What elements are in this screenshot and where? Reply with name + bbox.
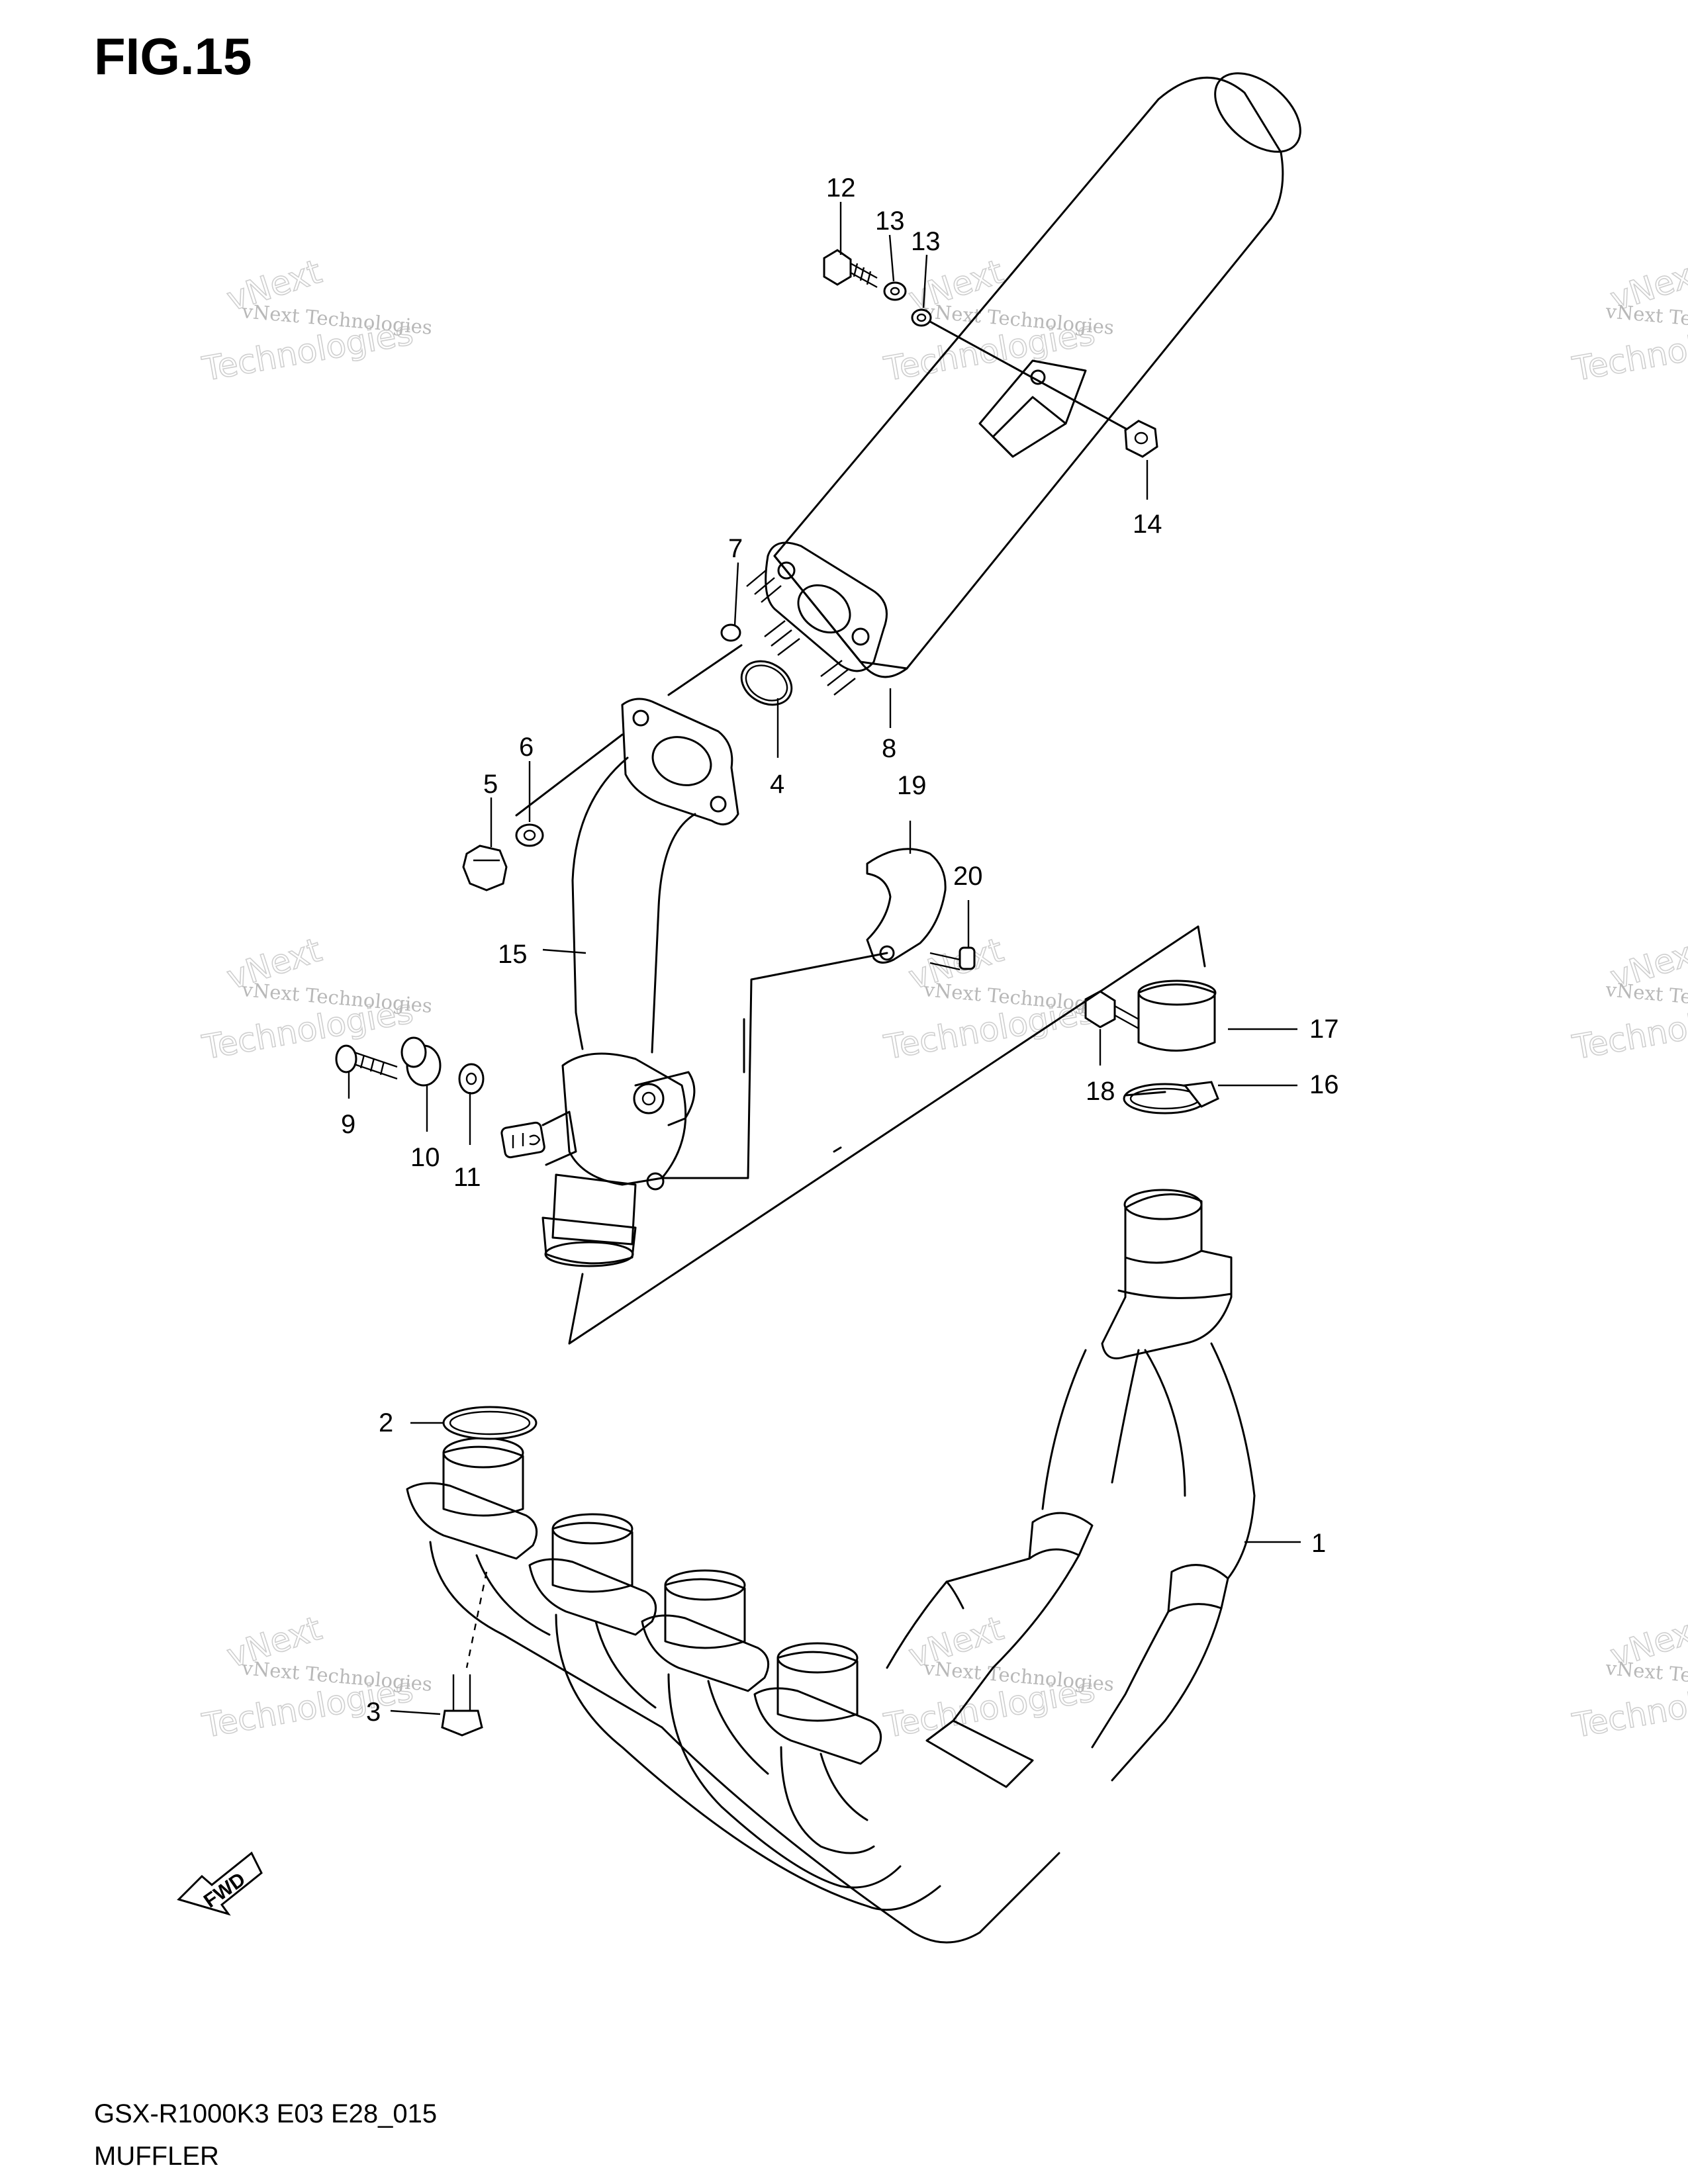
part-collar-10 — [400, 1036, 442, 1087]
figure-title: FIG.15 — [94, 27, 252, 85]
callout-19: 19 — [897, 771, 927, 800]
callout-13b: 13 — [911, 227, 941, 256]
callout-2: 2 — [379, 1408, 393, 1437]
part-bolt-3 — [441, 1571, 488, 1737]
callout-6: 6 — [519, 733, 534, 762]
callouts: 1 2 3 4 5 6 7 8 9 10 11 12 13 13 14 15 1… — [341, 173, 1339, 1727]
part-nut-14 — [1124, 420, 1158, 458]
callout-20: 20 — [953, 862, 983, 891]
watermark-bottom-left: vNext Technologies vNext Technologies — [199, 1608, 433, 1745]
part-washer-13a — [883, 281, 907, 301]
callout-17: 17 — [1309, 1015, 1339, 1044]
part-washer-13b — [911, 308, 932, 327]
callout-15: 15 — [498, 940, 528, 969]
part-connecting-pipe-15 — [500, 698, 739, 1267]
callout-9: 9 — [341, 1110, 355, 1139]
callout-16: 16 — [1309, 1070, 1339, 1099]
callout-5: 5 — [483, 770, 498, 799]
part-washer-7 — [720, 623, 741, 642]
part-bolt-9 — [335, 1044, 398, 1080]
part-sleeve-17 — [1137, 979, 1217, 1052]
part-screw-20 — [929, 946, 976, 971]
part-gasket-2 — [442, 1406, 538, 1440]
part-cover-19 — [866, 848, 947, 964]
figure-name: MUFFLER — [94, 2142, 219, 2171]
callout-18: 18 — [1086, 1077, 1115, 1106]
part-exhaust-pipe — [406, 1189, 1256, 1944]
watermark-mid-right: vNext Technologies vNext Technologies — [1569, 930, 1688, 1067]
watermark-top-left: vNext Technologies vNext Technologies — [199, 251, 433, 388]
callout-4: 4 — [770, 770, 784, 799]
part-bolt-18 — [1084, 990, 1139, 1030]
watermark-mid-center: vNext Technologies vNext Technologies — [880, 930, 1115, 1067]
part-muffler — [746, 72, 1301, 696]
part-clamp-16 — [1123, 1081, 1219, 1115]
part-bolt-12 — [823, 249, 878, 289]
callout-7: 7 — [728, 534, 743, 563]
watermark-mid-left: vNext Technologies vNext Technologies — [199, 930, 433, 1067]
watermark-bottom-center: vNext Technologies vNext Technologies — [880, 1608, 1115, 1745]
part-washer-6 — [515, 823, 544, 847]
watermark-bottom-right: vNext Technologies vNext Technologies — [1569, 1608, 1688, 1745]
part-nut-5 — [462, 844, 508, 891]
callout-14: 14 — [1133, 510, 1162, 539]
callout-11: 11 — [453, 1163, 481, 1192]
fwd-arrow-icon: FWD — [177, 1851, 263, 1916]
part-gasket-4 — [740, 660, 793, 706]
watermark-top-right: vNext Technologies vNext Technologies — [1569, 251, 1688, 388]
part-washer-11 — [458, 1063, 485, 1095]
callout-1: 1 — [1311, 1529, 1326, 1558]
callout-leaders — [348, 202, 1301, 1715]
callout-10: 10 — [410, 1143, 440, 1172]
figure-code: GSX-R1000K3 E03 E28_015 — [94, 2099, 438, 2128]
callout-3: 3 — [366, 1698, 381, 1727]
callout-13a: 13 — [875, 206, 905, 236]
callout-8: 8 — [882, 734, 896, 763]
reference-lines — [515, 644, 1206, 1345]
callout-12: 12 — [826, 173, 856, 203]
